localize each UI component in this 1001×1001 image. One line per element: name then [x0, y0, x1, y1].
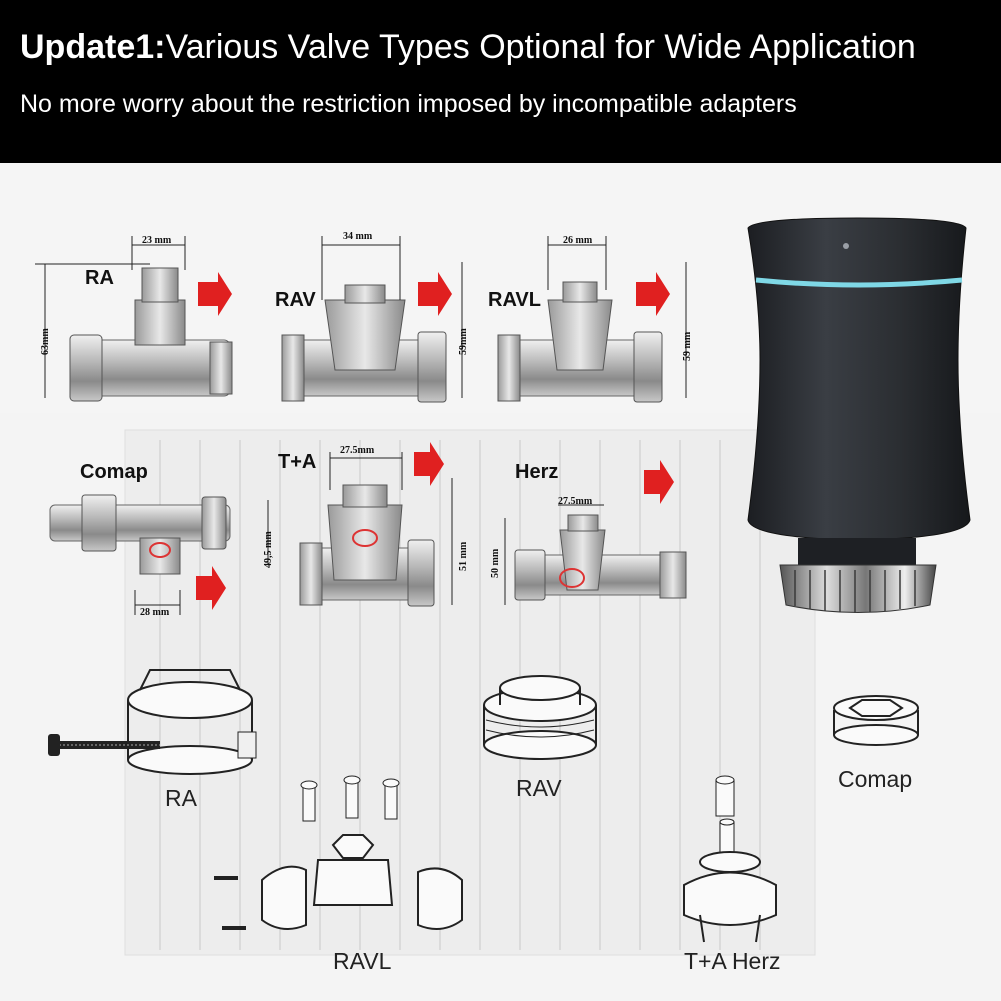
valve-ravl	[497, 236, 687, 403]
valve-label-ta: T+A	[278, 451, 317, 473]
header-banner: Update1:Various Valve Types Optional for…	[0, 0, 1001, 163]
dim-width-herz: 27.5mm	[558, 496, 593, 507]
dim-height-ra: 63mm	[40, 328, 51, 355]
valve-ra	[35, 236, 233, 402]
valve-label-herz: Herz	[515, 461, 559, 483]
adapter-label-ra: RA	[165, 785, 197, 811]
title-prefix: Update1:	[20, 28, 166, 66]
dim-height-ravl: 59 mm	[682, 331, 693, 361]
valve-label-rav: RAV	[275, 289, 316, 311]
valve-label-ravl: RAVL	[488, 289, 541, 311]
adapter-label-comap: Comap	[838, 766, 913, 792]
adapter-label-ta-herz: T+A Herz	[684, 948, 781, 974]
valve-label-ra: RA	[85, 267, 114, 289]
scene-illustration	[0, 163, 1001, 956]
dim-width-ravl: 26 mm	[563, 235, 593, 246]
dim-height-ta: 51 mm	[458, 541, 469, 571]
header-title: Update1:Various Valve Types Optional for…	[20, 28, 916, 67]
dim-width-comap: 28 mm	[140, 607, 170, 618]
valve-comap	[49, 494, 269, 615]
thermostat-device	[747, 217, 971, 613]
dim-width-rav: 34 mm	[343, 231, 373, 242]
dim-width-ra: 23 mm	[142, 235, 172, 246]
header-subtitle: No more worry about the restriction impo…	[20, 90, 797, 118]
valve-label-comap: Comap	[80, 461, 148, 483]
adapter-ravl	[214, 775, 463, 930]
valve-rav	[281, 236, 463, 403]
adapter-ra	[48, 669, 257, 775]
title-text: Various Valve Types Optional for Wide Ap…	[165, 28, 916, 66]
dim-height-herz: 50 mm	[490, 548, 501, 578]
valve-ta	[299, 442, 453, 607]
adapter-ta-herz	[683, 775, 777, 943]
adapter-label-rav: RAV	[516, 775, 562, 801]
dim-height-rav: 59mm	[458, 328, 469, 355]
product-scene: RA RAV RAVL Comap T+A Herz 23 mm 34 mm 2…	[0, 163, 1001, 1001]
adapter-label-ravl: RAVL	[333, 948, 392, 974]
adapter-comap	[833, 695, 919, 746]
valve-herz	[504, 460, 687, 605]
dim-width-ta: 27.5mm	[340, 445, 375, 456]
adapter-rav	[483, 675, 597, 760]
dim-height-comap: 49,5 mm	[263, 531, 274, 568]
